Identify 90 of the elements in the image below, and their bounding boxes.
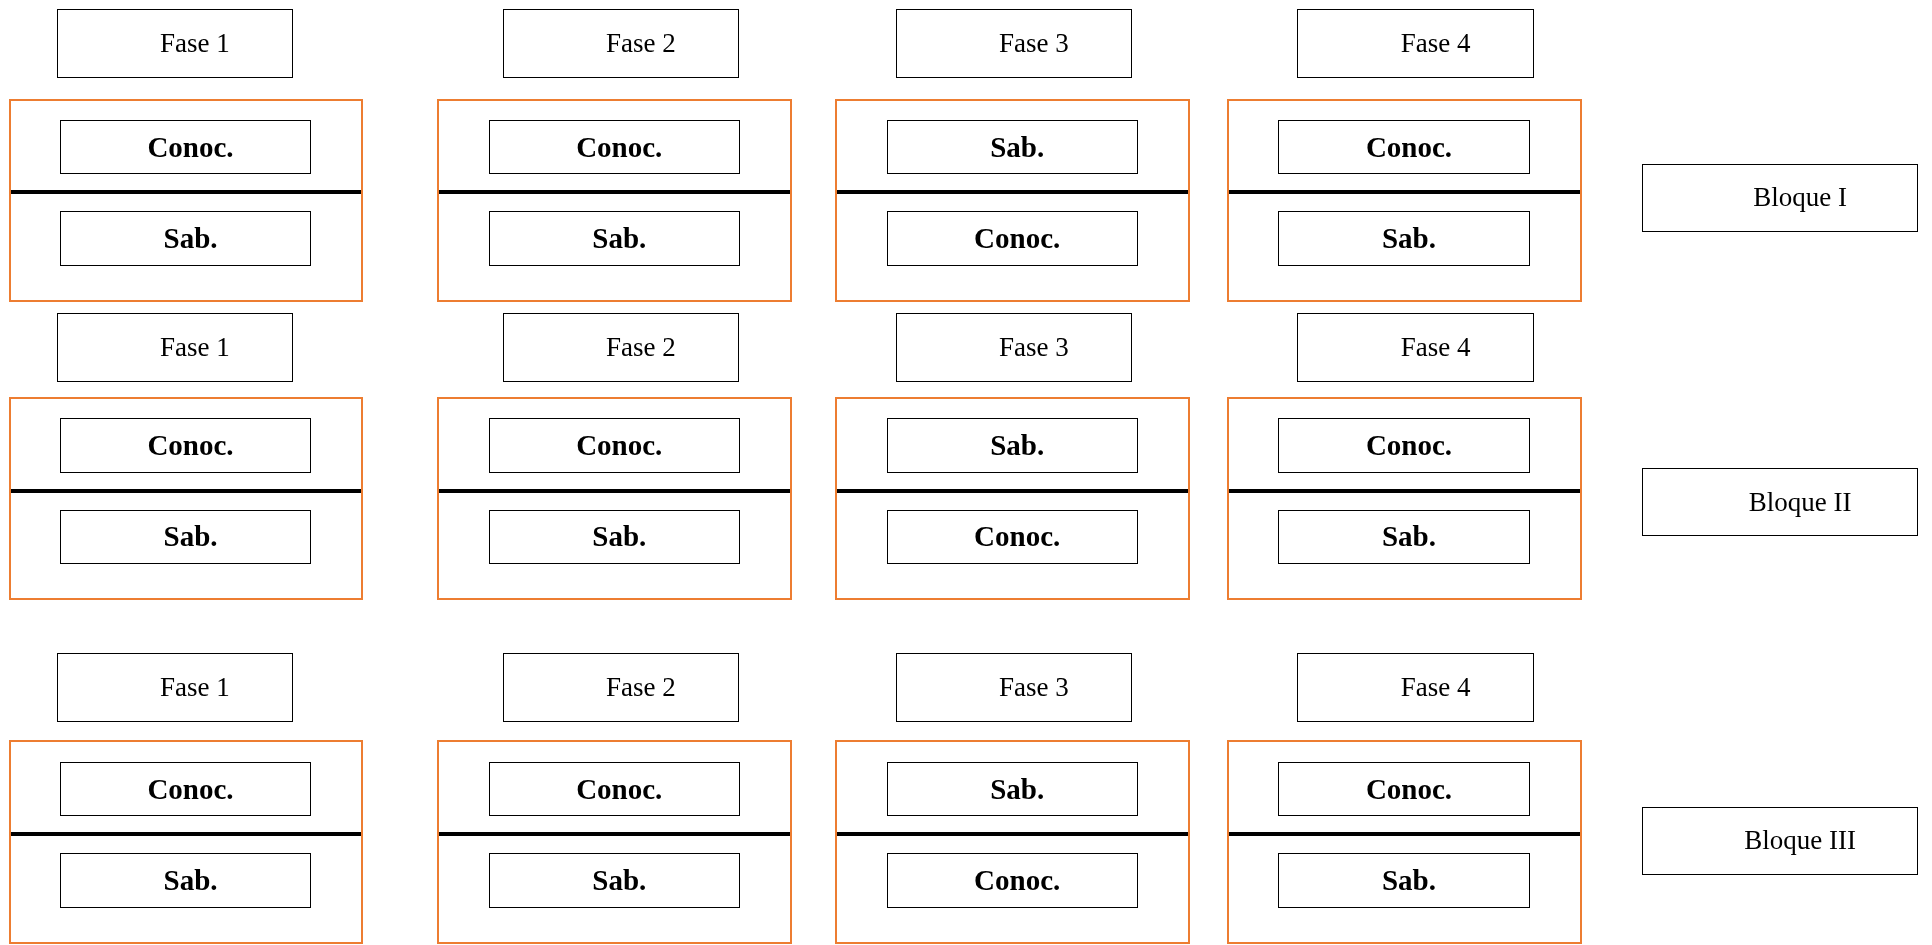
content-label: Conoc. <box>575 429 663 462</box>
content-box <box>488 853 740 908</box>
content-box <box>1278 120 1530 175</box>
content-box <box>1278 509 1530 564</box>
phase-box <box>56 312 294 382</box>
block-label: Bloque I <box>1752 182 1848 214</box>
phase-label: Fase 4 <box>1399 331 1471 363</box>
group-frame <box>437 98 793 302</box>
phase-label: Fase 3 <box>998 331 1069 363</box>
content-box <box>488 762 740 817</box>
content-label: Conoc. <box>1364 772 1453 806</box>
group-frame <box>835 396 1191 600</box>
block-label-box <box>1642 163 1919 232</box>
content-label: Sab. <box>989 429 1045 462</box>
content-label: Sab. <box>1380 863 1436 897</box>
phase-label: Fase 2 <box>605 27 676 59</box>
content-label: Sab. <box>1380 222 1436 255</box>
content-box <box>1278 418 1530 473</box>
group-frame <box>8 740 364 944</box>
content-box <box>59 211 312 266</box>
phase-box <box>895 8 1133 78</box>
group-frame <box>437 740 793 944</box>
content-box <box>886 418 1138 473</box>
content-box <box>886 762 1138 817</box>
phase-box <box>1297 8 1534 78</box>
group-frame <box>8 98 364 302</box>
content-box <box>1278 762 1530 817</box>
phase-box <box>1297 312 1534 382</box>
content-label: Sab. <box>1380 520 1436 554</box>
content-label: Conoc. <box>973 863 1061 897</box>
content-box <box>886 211 1138 266</box>
content-box <box>59 120 312 175</box>
phase-box <box>502 8 740 78</box>
phase-box <box>56 652 294 722</box>
content-label: Sab. <box>162 863 218 897</box>
phase-label: Fase 1 <box>159 27 230 59</box>
block-label-box <box>1642 806 1919 875</box>
content-box <box>59 509 312 564</box>
phase-box <box>502 652 740 722</box>
block-label: Bloque II <box>1747 486 1852 518</box>
phase-box <box>56 8 294 78</box>
phase-box <box>895 652 1133 722</box>
content-label: Conoc. <box>575 130 663 164</box>
phase-label: Fase 4 <box>1399 27 1471 59</box>
content-label: Sab. <box>162 520 218 554</box>
content-box <box>886 120 1138 175</box>
content-label: Conoc. <box>146 772 234 806</box>
content-label: Conoc. <box>146 429 234 462</box>
phase-box <box>502 312 740 382</box>
content-label: Sab. <box>591 863 647 897</box>
content-label: Sab. <box>591 222 647 255</box>
content-box <box>59 418 312 473</box>
group-frame <box>1227 740 1582 944</box>
group-frame <box>1227 98 1582 302</box>
content-box <box>59 853 312 908</box>
content-box <box>488 211 740 266</box>
group-frame <box>437 396 793 600</box>
content-label: Sab. <box>591 520 647 554</box>
block-label: Bloque III <box>1743 825 1857 857</box>
phase-label: Fase 2 <box>605 331 676 363</box>
content-box <box>886 853 1138 908</box>
content-box <box>488 418 740 473</box>
phase-label: Fase 1 <box>159 331 230 363</box>
content-label: Conoc. <box>973 520 1061 554</box>
content-label: Sab. <box>162 222 218 255</box>
content-label: Conoc. <box>973 222 1061 255</box>
content-box <box>59 762 312 817</box>
content-label: Conoc. <box>1364 130 1453 164</box>
content-box <box>1278 211 1530 266</box>
group-frame <box>1227 396 1582 600</box>
phase-label: Fase 3 <box>998 27 1069 59</box>
phase-label: Fase 3 <box>998 671 1069 703</box>
group-frame <box>8 396 364 600</box>
group-frame <box>835 98 1191 302</box>
content-box <box>488 509 740 564</box>
content-label: Sab. <box>989 772 1045 806</box>
block-label-box <box>1642 468 1919 536</box>
content-box <box>488 120 740 175</box>
group-frame <box>835 740 1191 944</box>
phase-label: Fase 1 <box>159 671 230 703</box>
content-label: Sab. <box>989 130 1045 164</box>
content-label: Conoc. <box>146 130 234 164</box>
phase-label: Fase 4 <box>1399 671 1471 703</box>
content-label: Conoc. <box>1364 429 1453 462</box>
phase-box <box>895 312 1133 382</box>
content-box <box>1278 853 1530 908</box>
phase-label: Fase 2 <box>605 671 676 703</box>
content-box <box>886 509 1138 564</box>
phase-box <box>1297 652 1534 722</box>
content-label: Conoc. <box>575 772 663 806</box>
